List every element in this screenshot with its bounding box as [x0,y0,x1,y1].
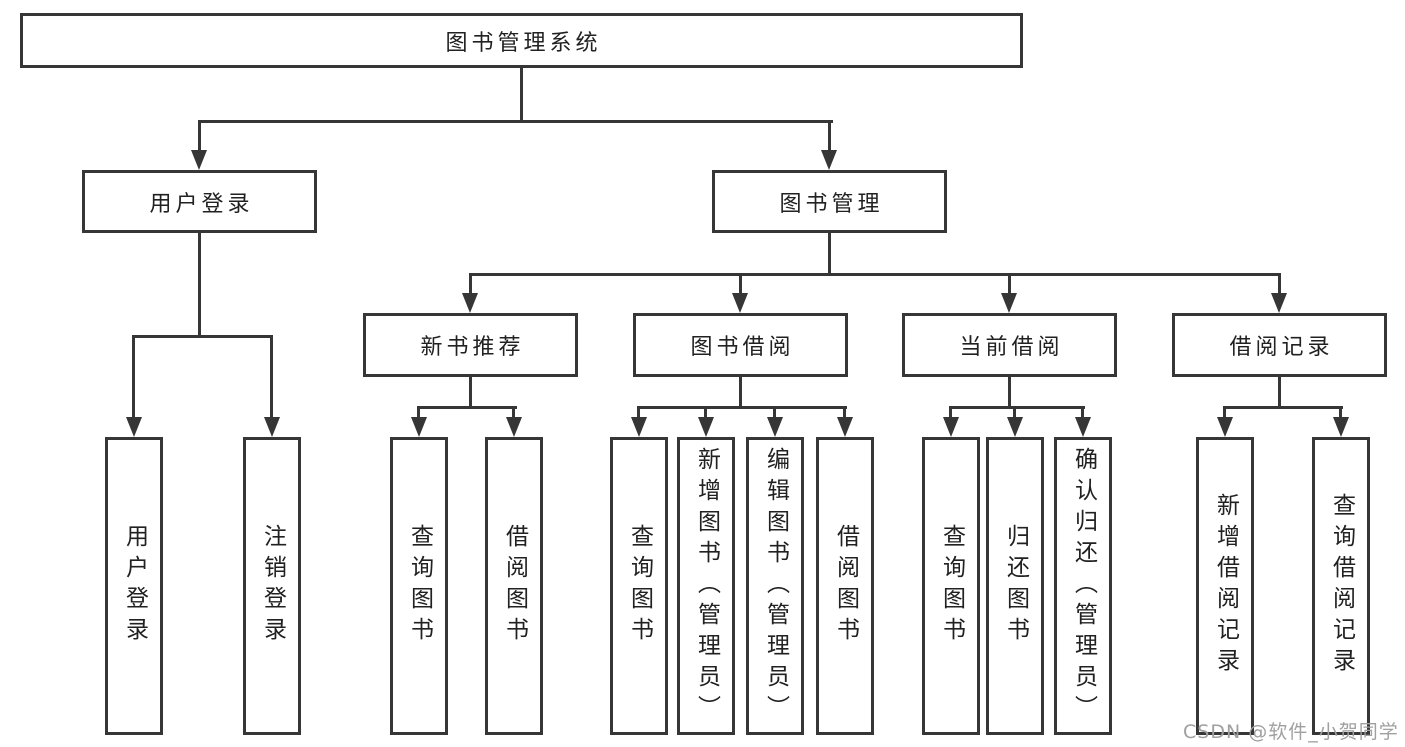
leaf-current-query-book: 查询图书 [922,437,980,735]
connector-arrowhead [1271,293,1287,313]
connector-line [520,68,523,123]
leaf-recommend-borrow-book: 借阅图书 [485,437,543,735]
connector-line [469,273,472,297]
node-root-label: 图书管理系统 [445,30,602,56]
connector-line [637,406,847,409]
connector-line [704,406,707,420]
connector-arrowhead [411,417,427,437]
connector-line [469,377,472,409]
node-root: 图书管理系统 [20,13,1023,68]
connector-arrowhead [943,417,959,437]
csdn-watermark: CSDN @软件_小贺同学 [1183,721,1399,743]
leaf-recommend-borrow-book-label: 借阅图书 [501,524,528,648]
connector-line [417,406,517,409]
leaf-borrow-query-book: 查询图书 [610,437,668,735]
connector-line [773,406,776,420]
leaf-add-book-admin: 新增图书（管理员） [677,437,735,735]
connector-line [198,120,201,153]
leaf-edit-book-admin-label: 编辑图书（管理员） [762,446,789,726]
connector-line [132,335,135,419]
connector-line [1008,273,1011,297]
leaf-borrow-borrow-book-label: 借阅图书 [832,524,859,648]
node-current-borrow: 当前借阅 [902,313,1117,377]
connector-arrowhead [191,150,207,170]
connector-line [1081,406,1084,420]
connector-line [132,335,273,338]
connector-line [828,120,831,153]
leaf-confirm-return-admin-label: 确认归还（管理员） [1070,446,1097,726]
connector-line [469,273,1281,276]
leaf-logout-label: 注销登录 [259,524,286,648]
connector-arrowhead [821,150,837,170]
connector-line [1008,377,1011,409]
connector-line [949,406,1085,409]
connector-line [843,406,846,420]
leaf-user-login-label: 用户登录 [121,524,148,648]
connector-line [739,377,742,409]
connector-arrowhead [767,417,783,437]
connector-arrowhead [1001,293,1017,313]
node-user-login: 用户登录 [82,170,317,233]
node-book-borrow-label: 图书借阅 [690,335,795,360]
node-borrow-record: 借阅记录 [1172,313,1387,377]
node-book-management-label: 图书管理 [779,191,884,217]
connector-line [512,406,515,420]
leaf-edit-book-admin: 编辑图书（管理员） [746,437,804,735]
node-book-borrow: 图书借阅 [633,313,848,377]
connector-line [637,406,640,420]
leaf-record-add-label: 新增借阅记录 [1212,493,1239,679]
connector-line [1278,273,1281,297]
leaf-return-book: 归还图书 [986,437,1044,735]
leaf-add-book-admin-label: 新增图书（管理员） [693,446,720,726]
node-new-book-recommend: 新书推荐 [363,313,578,377]
connector-arrowhead [1075,417,1091,437]
connector-arrowhead [1333,417,1349,437]
connector-line [417,406,420,420]
connector-arrowhead [1007,417,1023,437]
leaf-user-login: 用户登录 [105,437,163,735]
connector-arrowhead [264,417,280,437]
leaf-borrow-query-book-label: 查询图书 [626,524,653,648]
connector-arrowhead [462,293,478,313]
connector-line [739,273,742,297]
connector-line [1223,406,1343,409]
leaf-confirm-return-admin: 确认归还（管理员） [1054,437,1112,735]
node-new-book-recommend-label: 新书推荐 [420,335,525,360]
leaf-record-query-label: 查询借阅记录 [1328,493,1355,679]
connector-line [828,233,831,276]
connector-arrowhead [126,417,142,437]
node-user-login-label: 用户登录 [149,191,254,217]
connector-line [1223,406,1226,420]
connector-arrowhead [1217,417,1233,437]
connector-arrowhead [506,417,522,437]
connector-line [1278,377,1281,409]
node-book-management: 图书管理 [712,170,947,233]
leaf-recommend-query-book-label: 查询图书 [406,524,433,648]
connector-line [198,120,833,123]
connector-line [1339,406,1342,420]
leaf-record-query: 查询借阅记录 [1312,437,1370,735]
connector-arrowhead [698,417,714,437]
leaf-recommend-query-book: 查询图书 [390,437,448,735]
connector-line [949,406,952,420]
node-current-borrow-label: 当前借阅 [959,335,1064,360]
node-borrow-record-label: 借阅记录 [1229,335,1334,360]
connector-line [270,335,273,419]
leaf-return-book-label: 归还图书 [1002,524,1029,648]
connector-arrowhead [837,417,853,437]
connector-line [1013,406,1016,420]
leaf-borrow-borrow-book: 借阅图书 [816,437,874,735]
leaf-record-add: 新增借阅记录 [1196,437,1254,735]
leaf-logout: 注销登录 [243,437,301,735]
connector-arrowhead [732,293,748,313]
connector-arrowhead [631,417,647,437]
leaf-current-query-book-label: 查询图书 [938,524,965,648]
connector-line [198,233,201,338]
